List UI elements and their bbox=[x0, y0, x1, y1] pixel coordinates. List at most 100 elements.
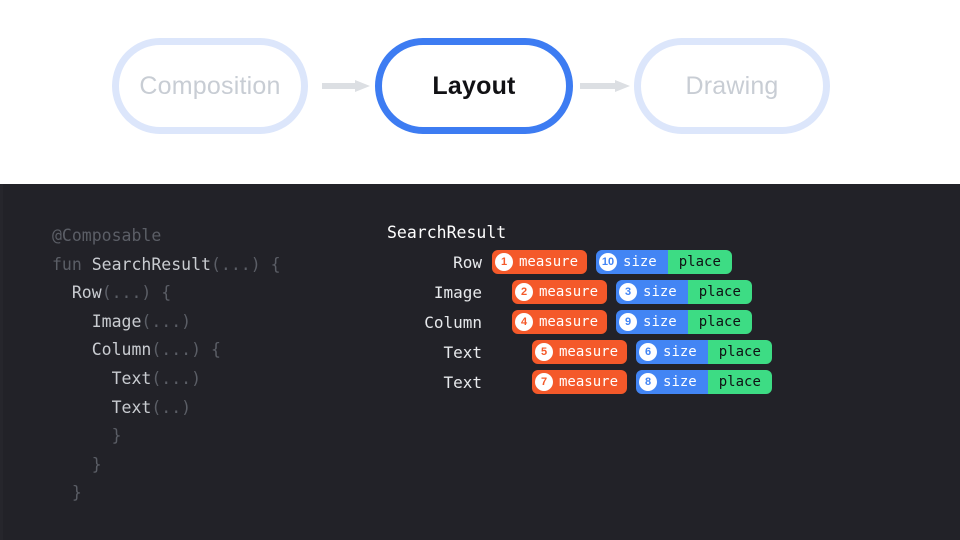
code-token: Row bbox=[71, 283, 102, 303]
step-number-badge: 7 bbox=[535, 373, 553, 391]
place-label: place bbox=[698, 284, 741, 300]
place-badge[interactable]: place bbox=[707, 370, 772, 394]
code-token: Column bbox=[91, 340, 152, 360]
step-number-badge: 10 bbox=[599, 253, 618, 271]
size-place-badge: 6 size place bbox=[636, 340, 772, 364]
code-line: @Composable bbox=[52, 222, 281, 251]
arrow-head bbox=[615, 80, 630, 92]
tree-row-label: Image bbox=[433, 282, 482, 302]
place-label: place bbox=[718, 374, 761, 390]
code-token: (..) bbox=[151, 397, 192, 417]
code-indent bbox=[52, 398, 112, 417]
arrow-shaft bbox=[322, 83, 356, 89]
tree-row-badges: 1 measure 10 size place bbox=[492, 250, 732, 274]
step-number-badge: 6 bbox=[639, 343, 658, 361]
code-line: Row(...) { bbox=[52, 279, 281, 308]
code-line: Text(...) bbox=[52, 365, 281, 394]
phase-pill-drawing[interactable]: Drawing bbox=[634, 38, 830, 134]
step-number-badge: 4 bbox=[515, 313, 533, 331]
tree-row: Image 2 measure 3 size place bbox=[387, 280, 772, 304]
step-number-badge: 2 bbox=[515, 283, 533, 301]
measure-badge[interactable]: 1 measure bbox=[492, 250, 588, 274]
code-token: Image bbox=[91, 311, 142, 331]
step-number-badge: 5 bbox=[535, 343, 553, 361]
code-token: (...) { bbox=[151, 340, 221, 360]
arrow-right-icon bbox=[580, 80, 630, 92]
tree-title: SearchResult bbox=[387, 223, 507, 242]
measure-label: measure bbox=[539, 314, 599, 330]
tree-row-label: Text bbox=[443, 372, 482, 392]
place-badge[interactable]: place bbox=[687, 280, 752, 304]
measure-label: measure bbox=[539, 284, 599, 300]
tree-row-label: Text bbox=[443, 342, 482, 362]
arrow-right-icon bbox=[322, 80, 370, 92]
place-label: place bbox=[718, 344, 761, 360]
tree-row-label: Row bbox=[453, 252, 482, 272]
tree-row: Row 1 measure 10 size place bbox=[387, 250, 772, 274]
measure-badge[interactable]: 4 measure bbox=[512, 310, 608, 334]
code-token: (...) bbox=[141, 311, 192, 331]
code-token: Text bbox=[111, 397, 152, 417]
code-indent bbox=[52, 283, 72, 302]
code-token: (...) { bbox=[210, 254, 281, 274]
compose-phases-diagram: Composition Layout Drawing bbox=[0, 0, 960, 184]
tree-row-label: Column bbox=[424, 312, 482, 332]
size-label: size bbox=[663, 344, 697, 360]
arrow-shaft bbox=[580, 83, 616, 89]
code-line: } bbox=[52, 422, 281, 451]
code-token: fun bbox=[52, 254, 92, 274]
phase-label: Layout bbox=[432, 71, 516, 100]
place-label: place bbox=[698, 314, 741, 330]
size-badge[interactable]: 6 size bbox=[636, 340, 708, 364]
code-line: } bbox=[52, 479, 281, 508]
place-label: place bbox=[678, 254, 721, 270]
code-line: Image(...) bbox=[52, 308, 281, 337]
code-indent bbox=[52, 369, 112, 388]
step-number-badge: 3 bbox=[619, 283, 638, 301]
measure-badge[interactable]: 2 measure bbox=[512, 280, 608, 304]
phase-pill-composition[interactable]: Composition bbox=[112, 38, 308, 134]
code-token: (...) { bbox=[101, 283, 172, 303]
tree-row-badges: 2 measure 3 size place bbox=[512, 280, 752, 304]
step-number-badge: 1 bbox=[495, 253, 513, 271]
phase-label: Composition bbox=[139, 71, 281, 100]
panel-left-edge bbox=[0, 184, 3, 540]
code-line: Text(..) bbox=[52, 394, 281, 423]
place-badge[interactable]: place bbox=[687, 310, 752, 334]
size-badge[interactable]: 10 size bbox=[596, 250, 668, 274]
measure-label: measure bbox=[559, 374, 619, 390]
step-number-badge: 8 bbox=[639, 373, 658, 391]
place-badge[interactable]: place bbox=[667, 250, 732, 274]
code-token: @Composable bbox=[52, 226, 162, 245]
step-number-badge: 9 bbox=[619, 313, 638, 331]
code-indent bbox=[52, 483, 72, 502]
measure-label: measure bbox=[519, 254, 579, 270]
size-badge[interactable]: 3 size bbox=[616, 280, 688, 304]
phase-pill-layout[interactable]: Layout bbox=[375, 38, 573, 134]
size-label: size bbox=[623, 254, 657, 270]
code-token: } bbox=[71, 483, 82, 503]
measure-badge[interactable]: 7 measure bbox=[532, 370, 628, 394]
arrow-head bbox=[355, 80, 370, 92]
phase-label: Drawing bbox=[685, 71, 779, 100]
dark-content-panel bbox=[0, 184, 960, 540]
size-label: size bbox=[643, 284, 677, 300]
code-indent bbox=[52, 455, 92, 474]
code-line: fun SearchResult(...) { bbox=[52, 251, 281, 280]
place-badge[interactable]: place bbox=[707, 340, 772, 364]
